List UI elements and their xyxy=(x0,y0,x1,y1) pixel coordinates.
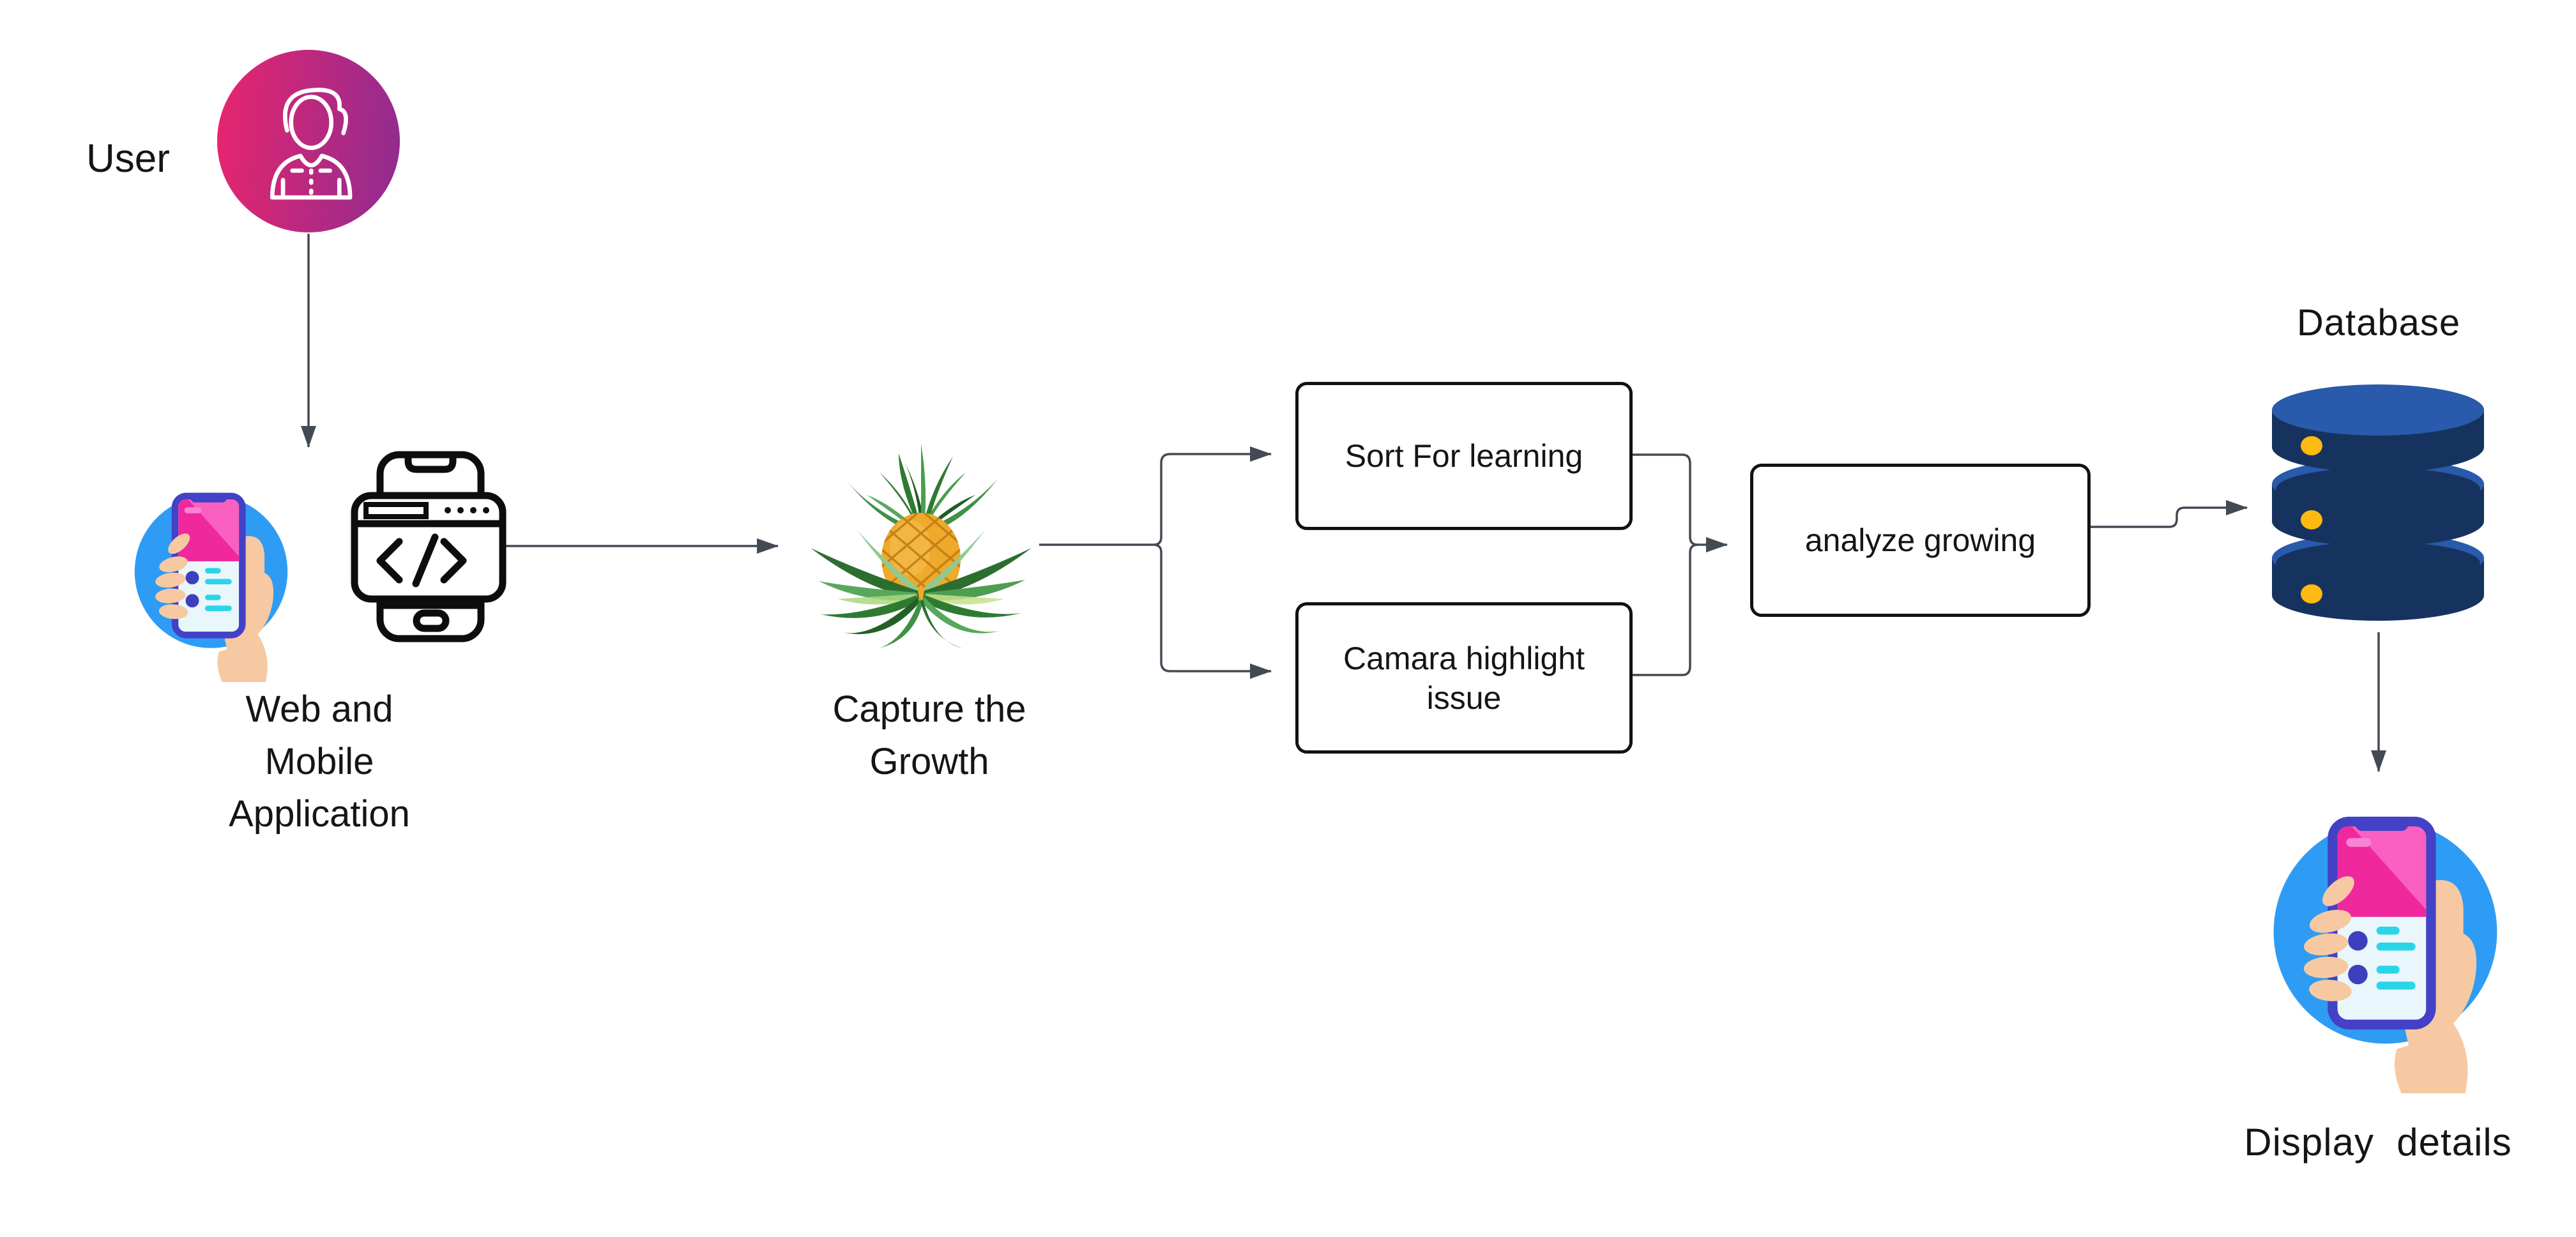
display-details-label: Display details xyxy=(2244,1121,2512,1164)
connector-branch-to-camara xyxy=(1153,543,1272,679)
db-disk-top xyxy=(2272,384,2484,473)
person-avatar-icon xyxy=(217,50,400,232)
capture-label-line2: Growth xyxy=(869,741,989,782)
analyze-growing-box: analyze growing xyxy=(1750,464,2091,617)
database-label: Database xyxy=(2296,302,2461,344)
connector-sort-to-merge xyxy=(1633,453,1698,546)
db-disk-middle xyxy=(2272,459,2484,547)
pineapple-body xyxy=(881,513,961,605)
person-outline xyxy=(270,87,353,200)
code-browser-icon xyxy=(351,451,507,642)
webapp-label-line1: Web and xyxy=(245,688,393,730)
webapp-label-line2: Mobile xyxy=(264,741,374,782)
db-disk-bottom xyxy=(2272,533,2484,621)
webapp-label: Web and Mobile Application xyxy=(185,683,453,840)
pineapple-plant-icon xyxy=(811,444,1032,648)
capture-label: Capture the Growth xyxy=(802,683,1057,788)
sort-for-learning-label: Sort For learning xyxy=(1345,438,1583,474)
user-label: User xyxy=(86,137,170,181)
sort-for-learning-box: Sort For learning xyxy=(1295,382,1633,530)
camara-highlight-issue-box: Camara highlight issue xyxy=(1295,602,1633,754)
phone-in-hand-icon xyxy=(120,476,302,682)
webapp-label-line3: Application xyxy=(229,793,410,835)
connector-analyze-to-database xyxy=(2091,500,2248,528)
pineapple-leaves xyxy=(811,530,1032,648)
phone-in-hand-icon-display xyxy=(2252,792,2519,1093)
connector-camara-to-merge xyxy=(1633,543,1698,676)
connector-branch-to-sort xyxy=(1153,446,1272,546)
analyze-growing-label: analyze growing xyxy=(1804,522,2036,558)
capture-label-line1: Capture the xyxy=(832,688,1026,730)
database-icon xyxy=(2272,384,2484,621)
camara-highlight-issue-label: Camara highlight issue xyxy=(1343,640,1585,716)
